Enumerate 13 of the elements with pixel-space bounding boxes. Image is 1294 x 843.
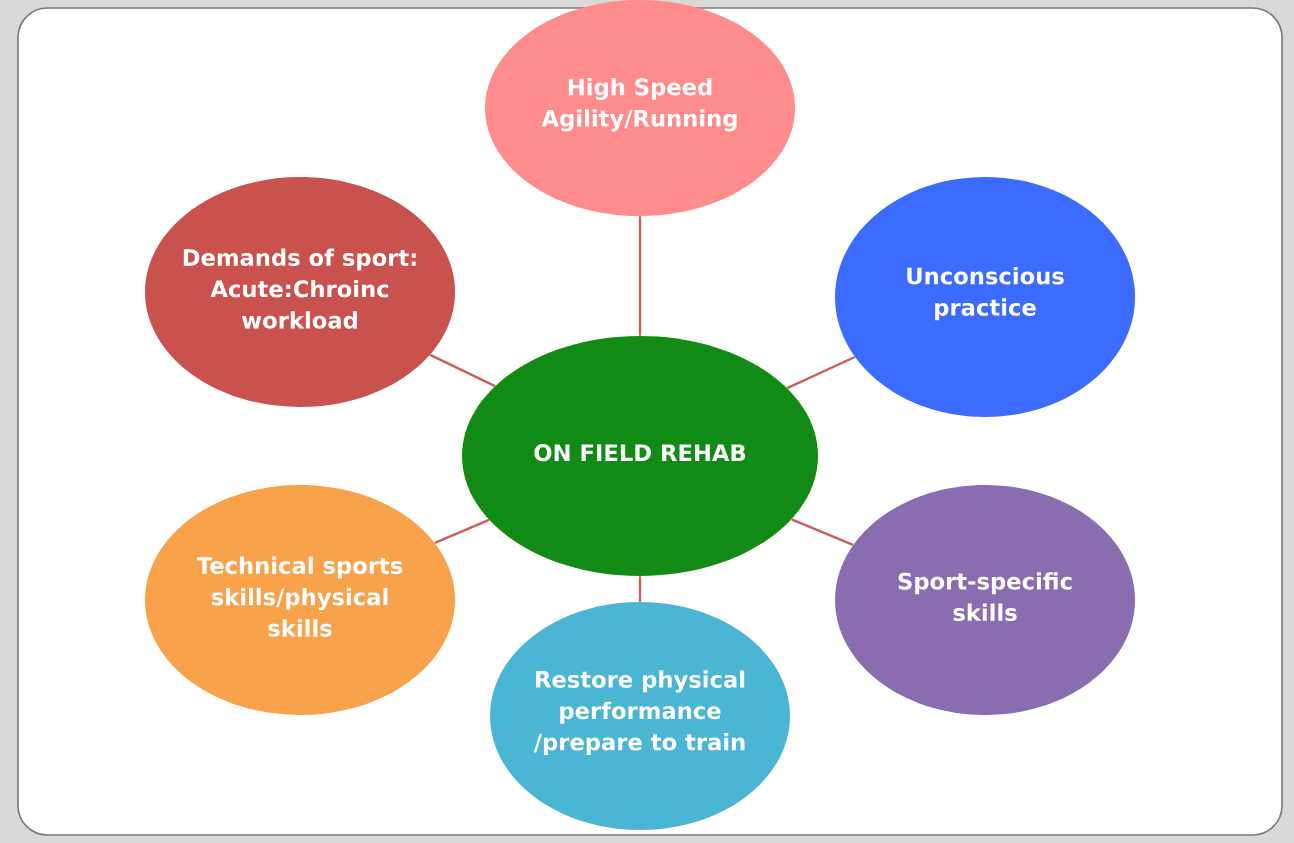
connector-line (429, 353, 496, 388)
connector-line (791, 518, 854, 547)
ellipse-node: Technical sports skills/physical skills (145, 485, 455, 715)
connector-line (434, 518, 490, 544)
ellipse-node: Demands of sport: Acute:Chroinc workload (145, 177, 455, 407)
connector-line (638, 216, 642, 336)
ellipse-node: ON FIELD REHAB (462, 336, 818, 576)
ellipse-node: Restore physical performance /prepare to train (490, 602, 790, 830)
connector-line (638, 576, 642, 602)
ellipse-node: Sport-specific skills (835, 485, 1135, 715)
ellipse-node: High Speed Agility/Running (485, 0, 795, 216)
ellipse-node: Unconscious practice (835, 177, 1135, 417)
connector-line (786, 355, 856, 390)
